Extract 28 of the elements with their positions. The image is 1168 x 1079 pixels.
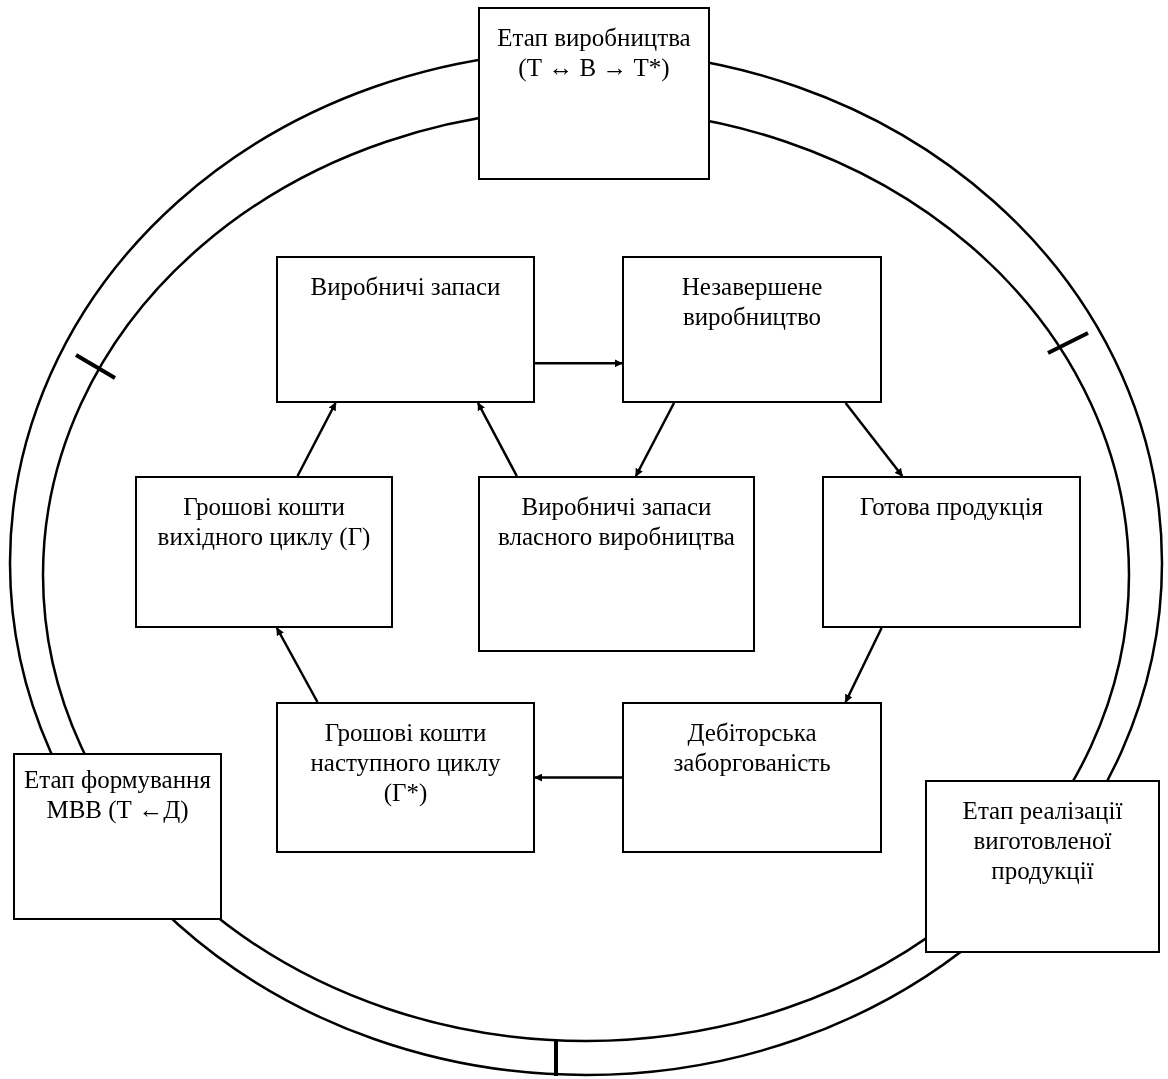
- arrow: [634, 402, 676, 477]
- stage-box: [478, 7, 710, 180]
- box-label: Готова продукція: [859, 492, 1044, 522]
- process-box: [135, 476, 393, 628]
- box-label: Етап виробництва (Т ↔ В → Т*): [496, 23, 692, 83]
- box-label: Етап формування МВВ (Т ←Д): [23, 765, 212, 825]
- arrow: [844, 627, 883, 703]
- arrow: [296, 402, 337, 477]
- box-label: Етап реалізації виготовленої продукції: [961, 796, 1124, 886]
- process-box: [622, 702, 882, 853]
- process-box: [276, 256, 535, 403]
- box-label: Дебіторська заборгованість: [672, 718, 832, 778]
- arrow: [535, 359, 623, 368]
- arrow: [844, 402, 904, 477]
- box-label: Грошові кошти вихідного циклу (Г): [156, 492, 372, 552]
- box-label: Виробничі запаси власного виробництва: [497, 492, 736, 552]
- process-box: [822, 476, 1081, 628]
- stage-box: [925, 780, 1160, 953]
- box-label: Незавершене виробництво: [680, 272, 824, 332]
- process-box: [478, 476, 755, 652]
- arrow: [275, 627, 319, 703]
- process-box: [622, 256, 882, 403]
- box-label: Грошові кошти наступного циклу (Г*): [309, 718, 502, 808]
- stage-box: [13, 753, 222, 920]
- arrow: [476, 402, 518, 477]
- process-box: [276, 702, 535, 853]
- box-label: Виробничі запаси: [310, 272, 501, 302]
- arrow: [534, 773, 622, 782]
